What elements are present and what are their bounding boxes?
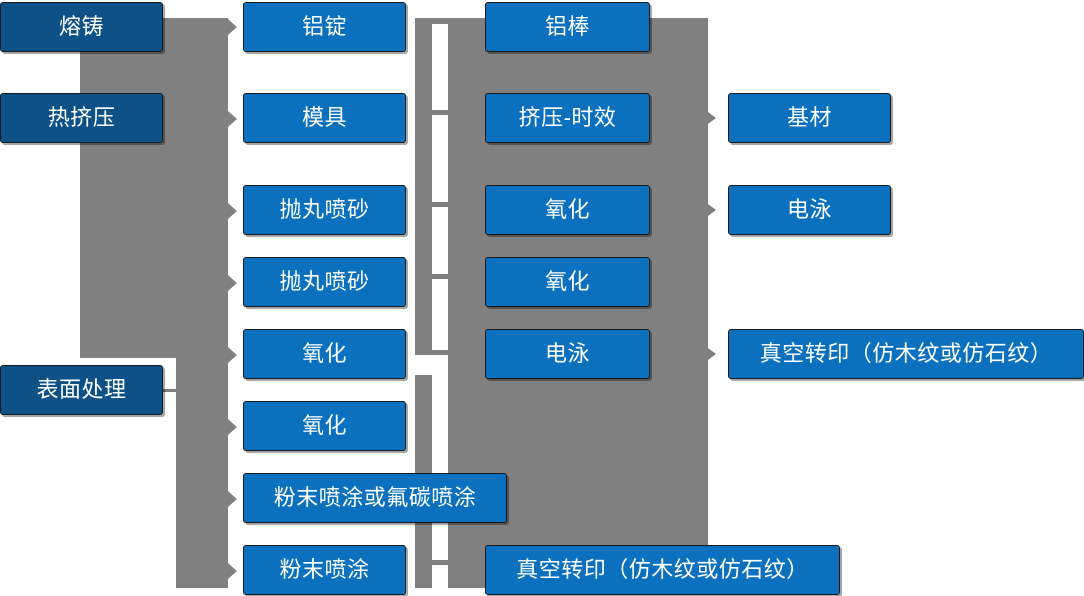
process-box-aluminum-rod[interactable]: 铝棒: [485, 2, 650, 52]
narrow-connector-bar: [415, 18, 432, 355]
material-box-shot-blasting-1[interactable]: 抛丸喷砂: [243, 185, 406, 235]
material-label: 抛丸喷砂: [279, 196, 370, 222]
surface-treatment-link: [163, 389, 179, 392]
output-box-base-material[interactable]: 基材: [728, 93, 891, 143]
material-box-powder-coating[interactable]: 粉末喷涂: [243, 545, 406, 595]
left-arrow-icon-8: [228, 563, 237, 579]
stage-box-surface-treatment[interactable]: 表面处理: [0, 365, 163, 415]
process-box-vacuum-transfer-printing[interactable]: 真空转印（仿木纹或仿石纹）: [485, 545, 840, 595]
left-arrow-icon-4: [228, 275, 237, 291]
right-arrow-icon-3: [708, 348, 716, 360]
process-label: 挤压-时效: [518, 104, 617, 130]
process-label: 氧化: [544, 268, 590, 294]
material-label: 模具: [301, 104, 347, 130]
left-arrow-icon-2: [228, 111, 237, 127]
right-arrow-shaft-3: [700, 352, 710, 355]
output-label: 基材: [786, 104, 832, 130]
stage-label: 熔铸: [58, 13, 104, 39]
process-label: 真空转印（仿木纹或仿石纹）: [516, 556, 809, 582]
left-arrow-icon-5: [228, 347, 237, 363]
process-box-extrusion-aging[interactable]: 挤压-时效: [485, 93, 650, 143]
left-arrow-icon-3: [228, 203, 237, 219]
process-label: 氧化: [544, 196, 590, 222]
process-box-electrophoresis[interactable]: 电泳: [485, 329, 650, 379]
material-label: 抛丸喷砂: [279, 268, 370, 294]
right-arrow-icon-1: [708, 112, 716, 124]
output-label: 真空转印（仿木纹或仿石纹）: [759, 340, 1053, 366]
narrow-bar-stub-4: [432, 274, 455, 279]
output-box-electrophoresis[interactable]: 电泳: [728, 185, 891, 235]
output-box-vacuum-transfer-printing[interactable]: 真空转印（仿木纹或仿石纹）: [728, 329, 1084, 379]
process-box-oxidation-1[interactable]: 氧化: [485, 185, 650, 235]
material-box-powder-or-fluorocarbon-coating[interactable]: 粉末喷涂或氟碳喷涂: [243, 473, 507, 523]
material-label: 粉末喷涂: [279, 556, 370, 582]
stage-box-melting-casting[interactable]: 熔铸: [0, 2, 163, 52]
process-box-oxidation-2[interactable]: 氧化: [485, 257, 650, 307]
material-box-mold[interactable]: 模具: [243, 93, 406, 143]
right-arrow-shaft-2: [700, 208, 710, 211]
process-label: 电泳: [544, 340, 590, 366]
stage-label: 热挤压: [47, 104, 116, 130]
left-connector-stem: [176, 358, 228, 588]
left-arrow-icon-6: [228, 419, 237, 435]
material-box-shot-blasting-2[interactable]: 抛丸喷砂: [243, 257, 406, 307]
material-label: 铝锭: [301, 13, 347, 39]
material-box-oxidation-1[interactable]: 氧化: [243, 329, 406, 379]
left-arrow-icon-1: [228, 19, 237, 35]
right-arrow-shaft-1: [700, 116, 710, 119]
material-box-oxidation-2[interactable]: 氧化: [243, 401, 406, 451]
narrow-bar-stub-2: [432, 110, 455, 115]
narrow-bar-stub-6: [415, 560, 455, 565]
stage-label: 表面处理: [36, 376, 127, 402]
material-label: 氧化: [301, 340, 347, 366]
process-label: 铝棒: [544, 13, 590, 39]
narrow-bar-stub-5: [415, 350, 455, 355]
stage-box-hot-extrusion[interactable]: 热挤压: [0, 93, 163, 143]
narrow-bar-stub-1: [415, 18, 455, 24]
narrow-bar-stub-3: [432, 202, 455, 207]
material-label: 氧化: [301, 412, 347, 438]
right-arrow-icon-2: [708, 204, 716, 216]
material-box-aluminum-ingot[interactable]: 铝锭: [243, 2, 406, 52]
material-label: 粉末喷涂或氟碳喷涂: [273, 484, 477, 510]
left-arrow-icon-7: [228, 491, 237, 507]
output-label: 电泳: [786, 196, 832, 222]
left-connector-plate: [80, 18, 228, 358]
